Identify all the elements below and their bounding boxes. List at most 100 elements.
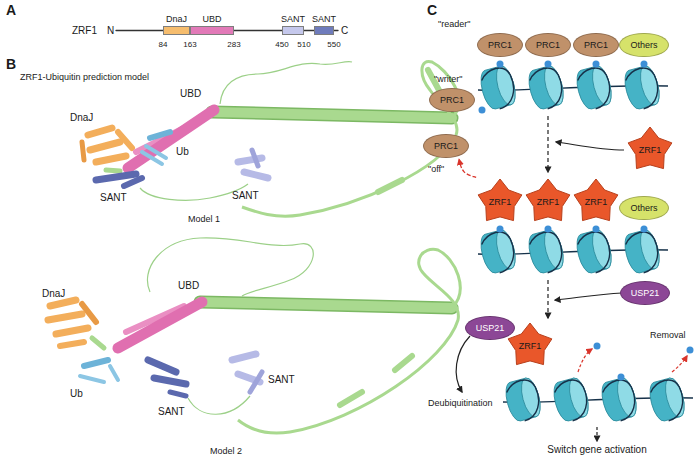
illustration-part: [378, 180, 402, 192]
protein-name: ZRF1: [537, 197, 560, 207]
protein-star: ZRF1: [476, 178, 524, 226]
residue-number: 163: [183, 40, 196, 49]
terminus-label: C: [341, 25, 348, 37]
illustration-part: [594, 343, 601, 350]
illustration-part: [497, 226, 504, 233]
illustration-part: [82, 304, 96, 322]
star-outline: [526, 179, 570, 221]
domain-label: SANT: [158, 406, 185, 418]
illustration-part: [170, 392, 186, 396]
star-outline: [628, 127, 672, 169]
illustration-part: [200, 302, 452, 308]
illustration-part: [128, 110, 214, 168]
illustration-part: [497, 61, 504, 68]
protein-ellipse: Others: [619, 196, 668, 220]
model-label: Model 2: [210, 446, 242, 456]
panel-title: ZRF1-Ubiquitin prediction model: [20, 72, 149, 82]
protein-name: Others: [630, 203, 657, 213]
deubiquitination-arrow: [456, 336, 470, 392]
illustration-part: [545, 226, 552, 233]
illustration-part: [56, 328, 88, 334]
illustration-part: [479, 107, 486, 114]
illustration-part: [150, 132, 170, 138]
outcome-label: Switch gene activation: [547, 444, 647, 456]
protein-name: ZRF1: [489, 197, 512, 207]
illustration-part: [50, 300, 76, 306]
binding-arrow: [556, 142, 624, 150]
chromatin-stage-2: [477, 226, 668, 276]
illustration-part: [110, 366, 118, 380]
illustration-part: [525, 64, 567, 112]
domain-label: DnaJ: [70, 112, 93, 124]
illustration-part: [154, 378, 186, 384]
terminus-label: N: [107, 25, 114, 37]
illustration-part: [646, 376, 688, 424]
illustration-part: [550, 376, 592, 424]
illustration-part: [238, 249, 460, 433]
protein-name: USP21: [476, 323, 505, 333]
protein-name: Others: [630, 40, 657, 50]
illustration-part: [147, 238, 313, 296]
illustration-part: [84, 360, 108, 366]
panel-letter: C: [427, 2, 437, 18]
structure-model-1: [82, 61, 459, 216]
illustration-part: [60, 342, 84, 346]
process-label: Deubiquitination: [428, 398, 493, 408]
domain-bar: DnaJ: [163, 14, 190, 35]
structure-model-2: [48, 238, 460, 433]
illustration-part: [142, 152, 162, 164]
illustration-part: [573, 64, 615, 112]
domain-label: Ub: [70, 388, 83, 400]
protein-star: ZRF1: [524, 178, 572, 226]
domain-bar: SANT: [281, 14, 305, 35]
protein-ellipse: PRC1: [525, 33, 571, 57]
illustration-part: [250, 372, 262, 392]
illustration-part: [148, 360, 176, 372]
protein-ellipse: PRC1: [477, 33, 523, 57]
role-label: "off": [428, 164, 444, 174]
domain-label: DnaJ: [42, 288, 65, 300]
role-label: "reader": [438, 19, 470, 29]
illustration-part: [525, 228, 567, 276]
star-outline: [508, 323, 552, 365]
illustration-part: [140, 184, 248, 200]
illustration-part: [90, 142, 120, 150]
illustration-part: [118, 132, 132, 148]
illustration-part: [641, 226, 648, 233]
protein-name: PRC1: [440, 95, 464, 105]
protein-star: ZRF1: [572, 178, 620, 226]
protein-name: USP21: [631, 288, 660, 298]
illustration-part: [212, 112, 452, 118]
protein-star: ZRF1: [506, 322, 554, 370]
role-label: "writer": [434, 74, 462, 84]
domain-label: SANT: [268, 374, 295, 386]
domain-fill: [282, 26, 304, 35]
illustration-part: [80, 376, 104, 382]
illustration-part: [672, 356, 687, 372]
illustration-part: [82, 142, 84, 160]
illustration-part: [593, 61, 600, 68]
protein-name: ZRF1: [585, 197, 608, 207]
domain-label: SANT: [232, 190, 259, 202]
protein-ellipse: PRC1: [573, 33, 619, 57]
protein-name: PRC1: [434, 141, 458, 151]
protein-name: ZRF1: [639, 145, 662, 155]
domain-label: UBD: [180, 88, 201, 100]
protein-ellipse: PRC1: [429, 88, 475, 112]
illustration-part: [477, 64, 519, 112]
illustration-part: [220, 62, 352, 104]
residue-number: 510: [297, 40, 310, 49]
outcome-arrow: [596, 427, 597, 441]
illustration-part: [200, 302, 452, 308]
illustration-part: [92, 338, 104, 348]
domain-fill: [190, 26, 234, 35]
domain-bar: SANT: [312, 14, 336, 35]
illustration-part: [88, 128, 112, 135]
illustration-part: [188, 396, 250, 414]
illustration-part: [578, 349, 592, 372]
illustration-part: [244, 172, 268, 178]
release-arrow: [459, 160, 476, 178]
illustration-part: [252, 150, 258, 166]
